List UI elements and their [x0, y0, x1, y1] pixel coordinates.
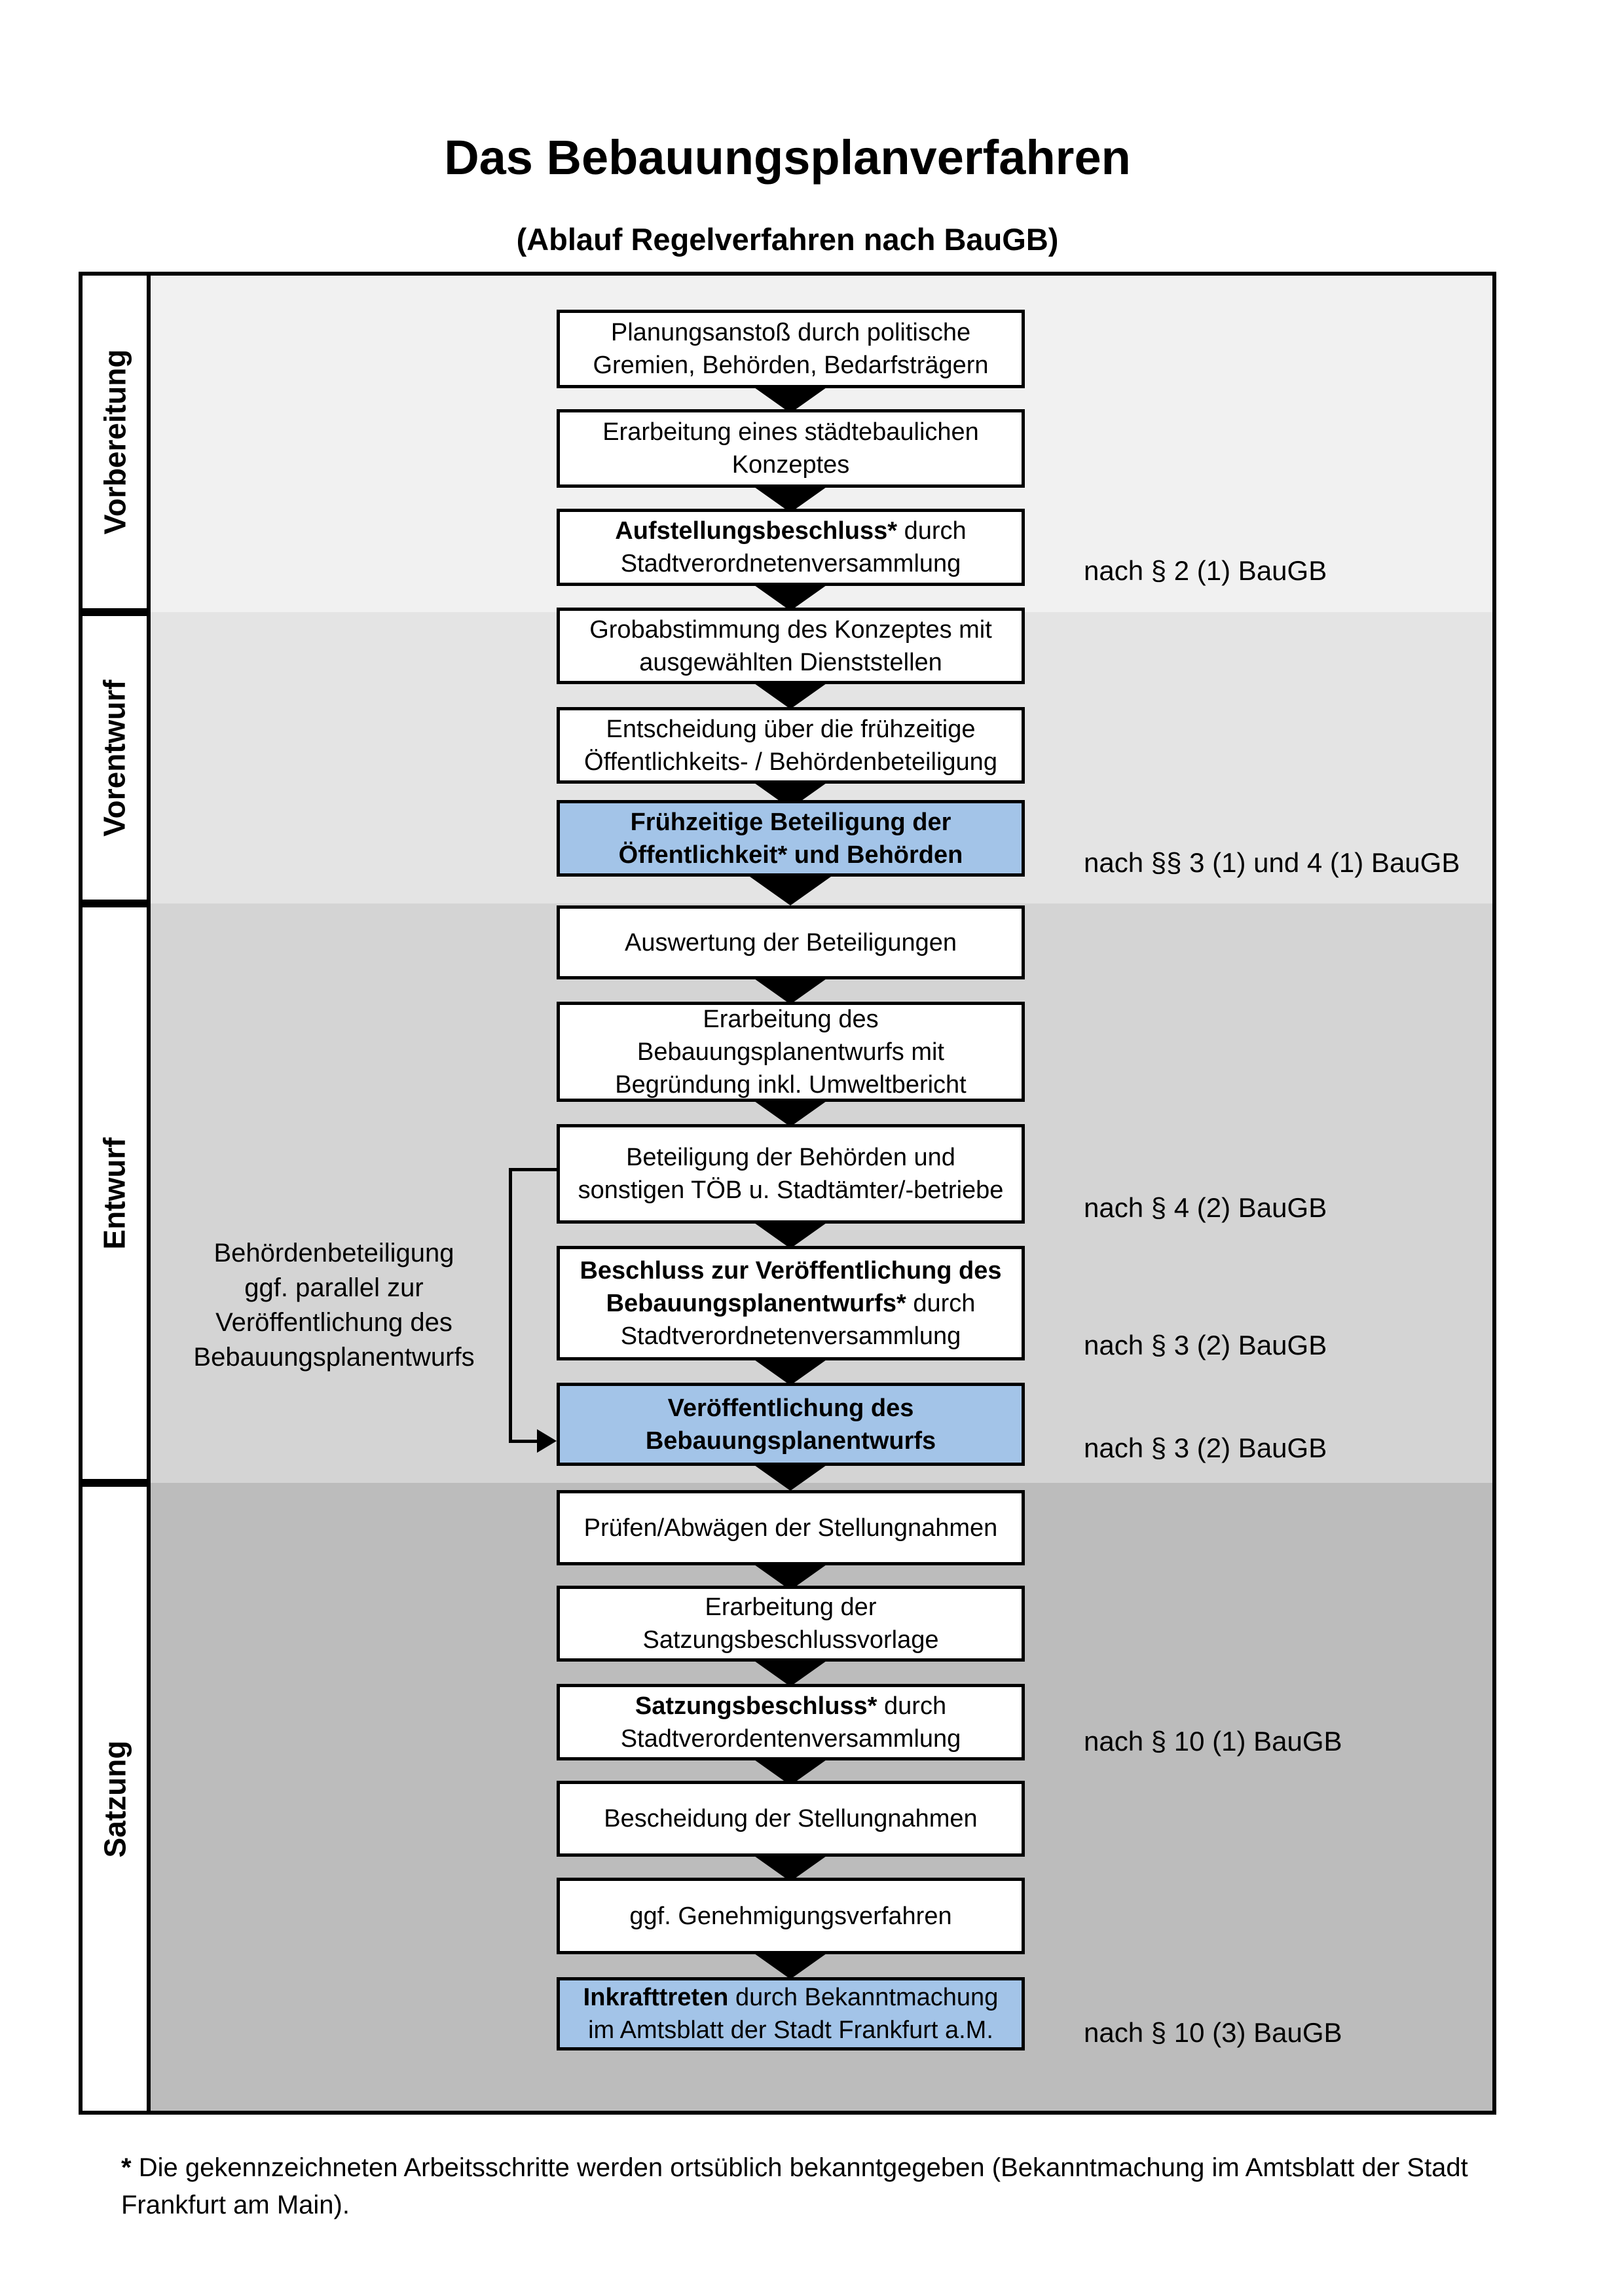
annotation-line: Veröffentlichung des: [215, 1308, 452, 1337]
flow-arrow-down: [750, 1757, 831, 1785]
step-text: Bebauungsplanentwurfs*: [606, 1289, 906, 1317]
flow-arrow-down: [750, 1220, 831, 1248]
flow-arrow-down: [750, 1658, 831, 1686]
flow-box-genehmigungsverfahren: ggf. Genehmigungsverfahren: [557, 1878, 1025, 1954]
step-text: Gremien, Behörden, Bedarfsträgern: [593, 352, 989, 379]
side-annotation: Behördenbeteiligung ggf. parallel zur Ve…: [147, 1236, 521, 1375]
footnote-text-line1: Die gekennzeichneten Arbeitsschritte wer…: [131, 2153, 1468, 2182]
step-text: Stadtverordnetenversammlung: [620, 550, 961, 577]
flow-arrow-down: [750, 975, 831, 1004]
flow-box-satzungsvorlage: Erarbeitung der Satzungsbeschlussvorlage: [557, 1586, 1025, 1662]
page-subtitle: (Ablauf Regelverfahren nach BauGB): [516, 222, 1059, 257]
legal-reference: nach § 10 (1) BauGB: [1084, 1726, 1342, 1757]
phase-label-vorbereitung: Vorbereitung: [98, 349, 132, 535]
bracket-connector-bottom: [509, 1440, 538, 1443]
phase-label-cell-vorbereitung: Vorbereitung: [79, 272, 151, 612]
step-text: Öffentlichkeits- / Behördenbeteiligung: [584, 748, 997, 776]
page-title: Das Bebauungsplanverfahren: [444, 130, 1131, 185]
phase-label-cell-vorentwurf: Vorentwurf: [79, 612, 151, 903]
flow-box-fruehzeitige-beteiligung: Frühzeitige Beteiligung der Öffentlichke…: [557, 800, 1025, 877]
legal-reference: nach § 3 (2) BauGB: [1084, 1432, 1327, 1463]
flow-arrow-down: [750, 1098, 831, 1127]
phase-label-cell-entwurf: Entwurf: [79, 903, 151, 1483]
step-text: Bescheidung der Stellungnahmen: [604, 1805, 978, 1832]
flow-box-aufstellungsbeschluss: Aufstellungsbeschluss* durch Stadtverord…: [557, 509, 1025, 586]
step-text: Planungsanstoß durch politische: [610, 319, 971, 346]
step-text: Erarbeitung der: [705, 1594, 877, 1621]
step-text: Prüfen/Abwägen der Stellungnahmen: [583, 1514, 998, 1542]
step-text: ausgewählten Dienststellen: [639, 648, 942, 676]
annotation-line: Bebauungsplanentwurfs: [193, 1343, 475, 1372]
flow-box-veroeffentlichung: Veröffentlichung des Bebauungsplanentwur…: [557, 1383, 1025, 1466]
flow-arrow-down: [750, 582, 831, 611]
step-text: ggf. Genehmigungsverfahren: [629, 1902, 952, 1930]
step-text: Satzungsbeschlussvorlage: [642, 1626, 939, 1654]
flow-arrow-down: [750, 484, 831, 513]
step-text: Aufstellungsbeschluss*: [615, 517, 898, 545]
step-text: Satzungsbeschluss*: [635, 1692, 877, 1720]
flow-arrow-down: [750, 1462, 831, 1491]
flow-box-pruefen-abwaegen: Prüfen/Abwägen der Stellungnahmen: [557, 1490, 1025, 1565]
step-text: Erarbeitung des: [703, 1005, 879, 1033]
step-text: Stadtverordnetenversammlung: [620, 1322, 961, 1350]
phase-label-entwurf: Entwurf: [98, 1137, 132, 1250]
flow-arrow-down: [750, 1561, 831, 1590]
step-text: Inkrafttreten: [583, 1984, 729, 2011]
flow-arrow-down: [750, 1357, 831, 1385]
step-text: Begründung inkl. Umweltbericht: [615, 1070, 967, 1099]
bracket-connector-vertical: [509, 1168, 512, 1443]
flow-box-konzept-erarbeitung: Erarbeitung eines städtebaulichen Konzep…: [557, 409, 1025, 488]
phase-label-satzung: Satzung: [98, 1740, 132, 1857]
flow-box-auswertung: Auswertung der Beteiligungen: [557, 905, 1025, 979]
step-text: Auswertung der Beteiligungen: [624, 928, 957, 957]
flow-arrow-down: [750, 1950, 831, 1979]
flow-box-entwurf-erarbeitung: Erarbeitung des Bebauungsplanentwurfs mi…: [557, 1002, 1025, 1102]
annotation-line: Behördenbeteiligung: [213, 1239, 454, 1267]
step-text: Entscheidung über die frühzeitige: [606, 715, 976, 743]
bracket-connector-top: [509, 1168, 557, 1171]
flow-box-inkrafttreten: Inkrafttreten durch Bekanntmachung im Am…: [557, 1977, 1025, 2050]
footnote-text-line2: Frankfurt am Main).: [121, 2191, 350, 2219]
step-text: im Amtsblatt der Stadt Frankfurt a.M.: [588, 2016, 993, 2044]
phase-label-vorentwurf: Vorentwurf: [98, 679, 132, 837]
annotation-line: ggf. parallel zur: [244, 1273, 424, 1302]
flow-box-grobabstimmung: Grobabstimmung des Konzeptes mit ausgewä…: [557, 608, 1025, 684]
flow-box-planungsanstoss: Planungsanstoß durch politische Gremien,…: [557, 310, 1025, 388]
legal-reference: nach § 10 (3) BauGB: [1084, 2017, 1342, 2048]
flow-arrow-down: [750, 384, 831, 413]
step-text: Erarbeitung eines städtebaulichen: [602, 418, 979, 446]
step-text: durch: [877, 1692, 947, 1720]
step-text: Veröffentlichung des: [667, 1394, 914, 1422]
footnote-asterisk: *: [121, 2153, 132, 2182]
step-text: Beschluss zur Veröffentlichung des: [580, 1256, 1002, 1285]
flow-arrow-down: [750, 1853, 831, 1882]
step-text: durch: [906, 1289, 976, 1317]
step-text: durch Bekanntmachung: [728, 1984, 999, 2011]
step-text: Bebauungsplanentwurfs mit: [637, 1038, 944, 1066]
step-text: durch: [897, 517, 967, 545]
flow-box-bescheidung: Bescheidung der Stellungnahmen: [557, 1781, 1025, 1857]
footnote: * Die gekennzeichneten Arbeitsschritte w…: [121, 2149, 1588, 2224]
step-text: Konzeptes: [731, 451, 850, 479]
step-text: Grobabstimmung des Konzeptes mit: [589, 615, 992, 644]
step-text: Stadtverordentenversammlung: [620, 1724, 961, 1753]
flow-box-satzungsbeschluss: Satzungsbeschluss* durch Stadtverordente…: [557, 1684, 1025, 1760]
legal-reference: nach § 3 (2) BauGB: [1084, 1330, 1327, 1360]
bracket-arrowhead-right-icon: [537, 1429, 557, 1453]
flow-box-veroeffentlichungsbeschluss: Beschluss zur Veröffentlichung des Bebau…: [557, 1246, 1025, 1360]
flow-box-entscheidung-beteiligung: Entscheidung über die frühzeitige Öffent…: [557, 707, 1025, 784]
phase-label-cell-satzung: Satzung: [79, 1483, 151, 2115]
flow-arrow-down: [750, 680, 831, 709]
step-text: Öffentlichkeit* und Behörden: [618, 841, 963, 869]
flow-arrow-down: [750, 877, 831, 905]
legal-reference: nach § 4 (2) BauGB: [1084, 1192, 1327, 1223]
step-text: Beteiligung der Behörden und: [626, 1144, 955, 1171]
step-text: Frühzeitige Beteiligung der: [630, 808, 951, 836]
legal-reference: nach §§ 3 (1) und 4 (1) BauGB: [1084, 847, 1460, 878]
step-text: Bebauungsplanentwurfs: [645, 1427, 936, 1455]
flow-box-toeb-beteiligung: Beteiligung der Behörden und sonstigen T…: [557, 1124, 1025, 1224]
legal-reference: nach § 2 (1) BauGB: [1084, 555, 1327, 586]
step-text: sonstigen TÖB u. Stadtämter/-betriebe: [578, 1176, 1004, 1204]
